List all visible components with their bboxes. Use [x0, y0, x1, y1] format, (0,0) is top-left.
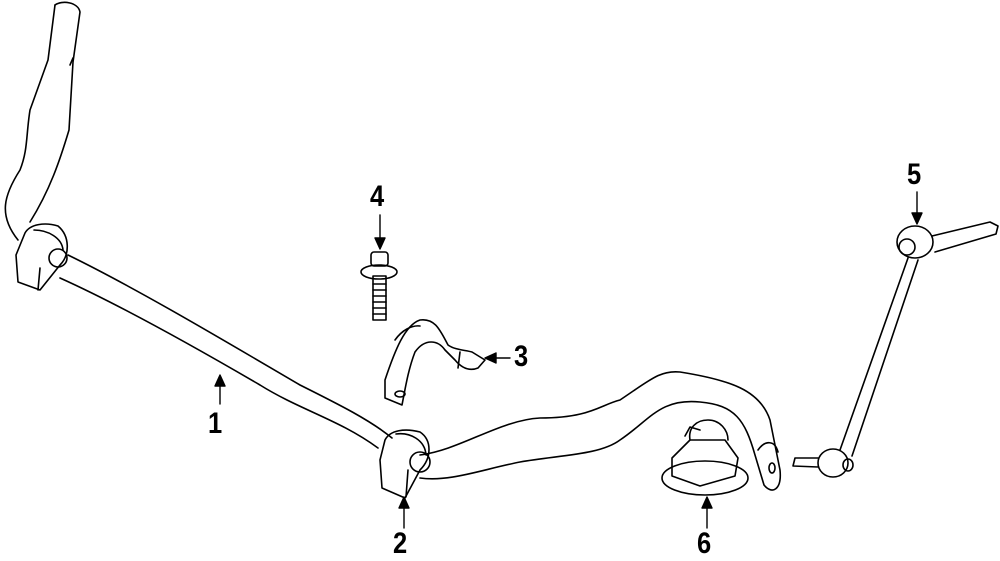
callout-4: 4 [370, 180, 385, 213]
callout-3: 3 [514, 340, 529, 373]
bushing[interactable] [379, 429, 431, 499]
stabilizer-link[interactable] [792, 221, 999, 478]
callout-5: 5 [907, 158, 922, 191]
bushing-left[interactable] [15, 223, 69, 291]
callout-1: 1 [208, 407, 223, 440]
link-nut[interactable] [661, 419, 749, 496]
stabilizer-bar[interactable] [4, 1, 782, 491]
bushing-clamp[interactable] [384, 319, 486, 406]
leader-lines [214, 191, 923, 529]
clamp-bolt[interactable] [360, 251, 398, 321]
callout-6: 6 [697, 527, 712, 560]
callout-2: 2 [393, 527, 408, 560]
